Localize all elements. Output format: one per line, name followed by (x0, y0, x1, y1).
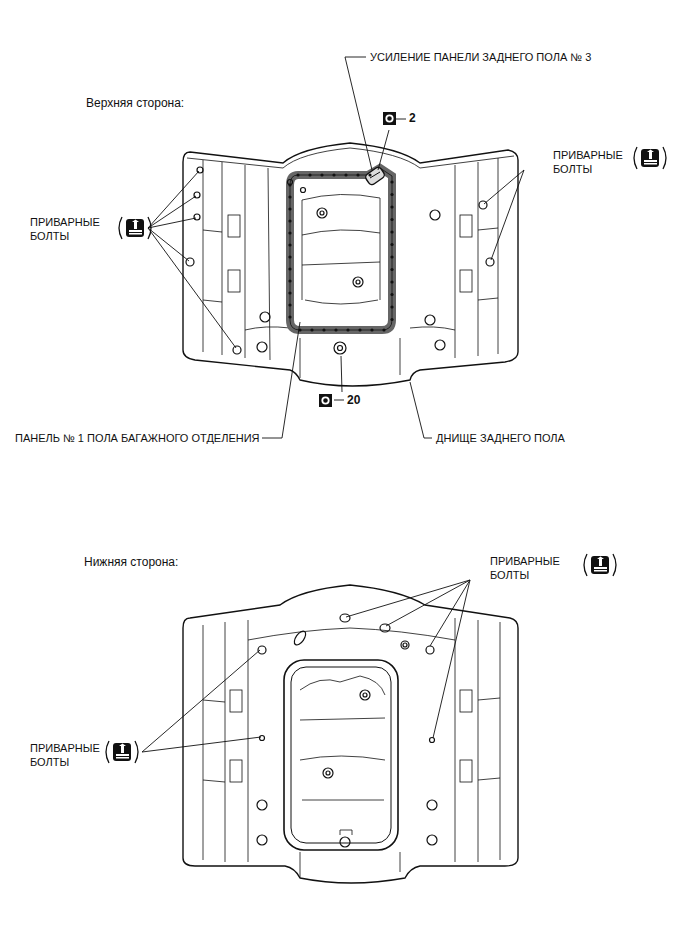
weld-spot (288, 219, 291, 222)
weld-spot (288, 183, 291, 186)
weld-spots (288, 173, 393, 331)
weld-spot (390, 268, 393, 271)
weld-spot (288, 255, 291, 258)
weld-spot (288, 207, 291, 210)
weld-spot (288, 315, 291, 318)
part-name: УСИЛЕНИЕ ПАНЕЛИ ЗАДНЕГО ПОЛА № 3 (370, 50, 591, 64)
upper-floor-pan (183, 143, 518, 386)
part-name: ПРИВАРНЫЕ БОЛТЫ (490, 554, 568, 582)
callout-number: 2 (409, 111, 416, 125)
weld-spot (390, 218, 393, 221)
weld-spot (390, 193, 393, 196)
part-name: ПРИВАРНЫЕ БОЛТЫ (30, 741, 108, 769)
part-name: ДНИЩЕ ЗАДНЕГО ПОЛА (436, 431, 565, 445)
weld-spot (370, 328, 373, 331)
part-name: ПРИВАРНЫЕ БОЛТЫ (553, 148, 631, 176)
weld-spot (356, 173, 359, 176)
section-heading: Верхняя сторона: (86, 96, 184, 110)
weld-spot (320, 173, 323, 176)
weld-spot (322, 328, 325, 331)
weld-spot (310, 328, 313, 331)
weld-spot (288, 231, 291, 234)
part-name: ПРИВАРНЫЕ БОЛТЫ (30, 215, 108, 243)
weld-spot (334, 328, 337, 331)
weld-spot (358, 328, 361, 331)
weld-spot (288, 279, 291, 282)
weld-spot (368, 173, 371, 176)
weld-spot (332, 173, 335, 176)
section-heading: Нижняя сторона: (84, 555, 178, 569)
weld-spot (296, 173, 299, 176)
weld-spot (390, 205, 393, 208)
weld-spot (390, 255, 393, 258)
weld-spot (390, 280, 393, 283)
lower-floor-pan (183, 585, 518, 883)
weld-spot (288, 303, 291, 306)
weld-spot (390, 293, 393, 296)
callout-number: 20 (347, 393, 360, 407)
part-name: ПАНЕЛЬ № 1 ПОЛА БАГАЖНОГО ОТДЕЛЕНИЯ (15, 431, 260, 445)
weld-spot (288, 195, 291, 198)
weld-spot (390, 243, 393, 246)
weld-spot (288, 291, 291, 294)
weld-spot (390, 230, 393, 233)
brackets (106, 147, 666, 763)
weld-spot (308, 173, 311, 176)
weld-spot (390, 318, 393, 321)
weld-spot (288, 243, 291, 246)
weld-spot (288, 267, 291, 270)
weld-spot (390, 305, 393, 308)
weld-spot (390, 180, 393, 183)
weld-spot (382, 328, 385, 331)
weld-spot (346, 328, 349, 331)
leader-lines (142, 57, 524, 752)
weld-spot (344, 173, 347, 176)
